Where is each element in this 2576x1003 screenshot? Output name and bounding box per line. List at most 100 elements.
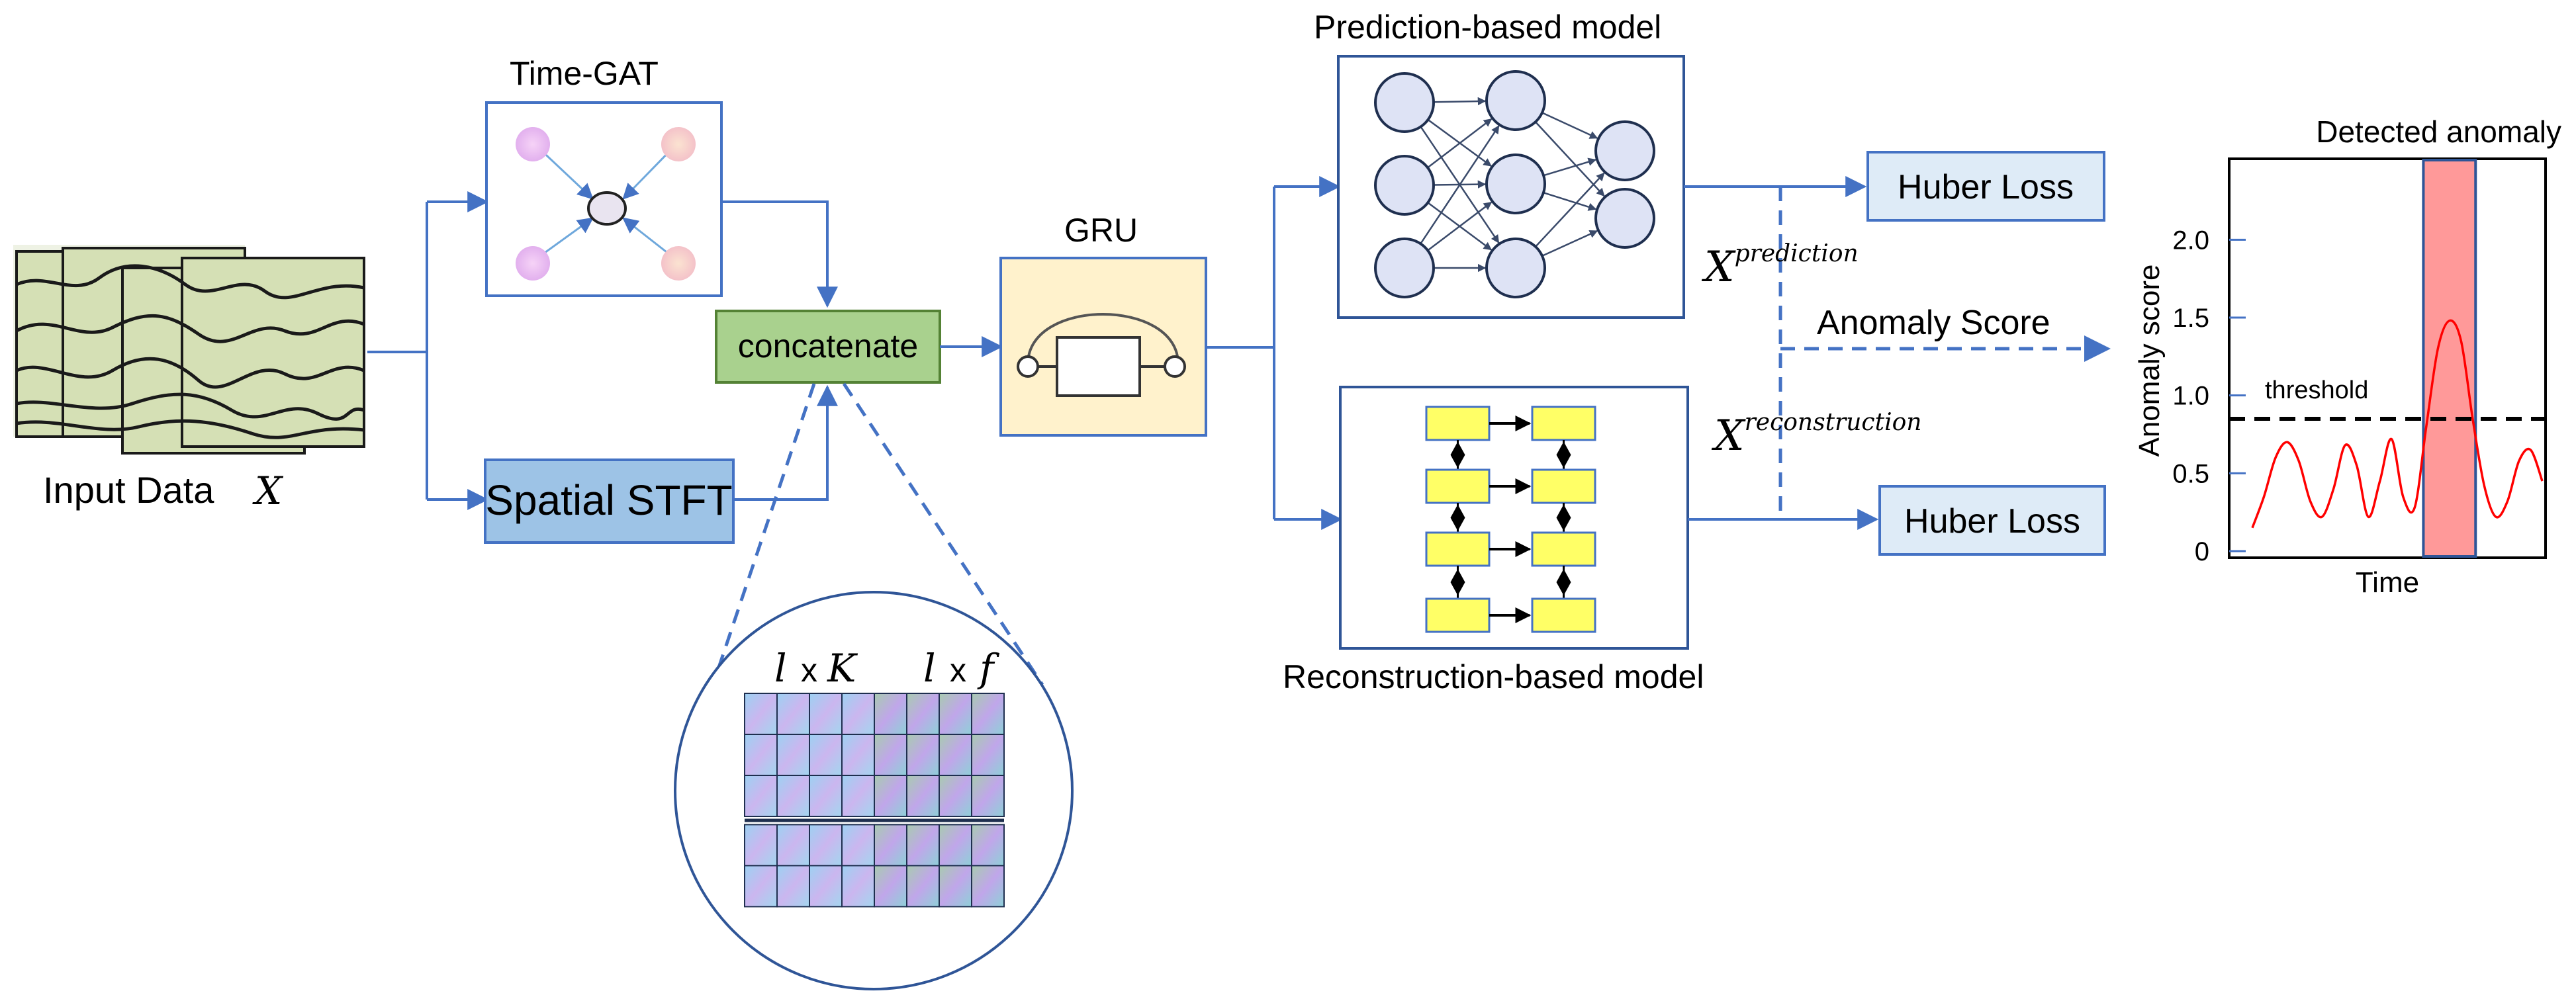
gat-node-icon (661, 127, 696, 161)
time-feature-cell (744, 824, 778, 867)
freq-feature-cell (906, 865, 940, 908)
huber-loss-bottom-label: Huber Loss (1904, 502, 2080, 541)
nn-edge (1543, 192, 1597, 211)
freq-feature-cell (874, 824, 907, 867)
right-label-x: x (950, 652, 966, 689)
freq-feature-cell (971, 865, 1005, 908)
freq-feature-cell (874, 734, 907, 776)
recon-cell (1425, 531, 1491, 567)
y-tick-label: 2.0 (2172, 226, 2209, 255)
time-feature-cell (841, 693, 875, 735)
recon-cell (1425, 468, 1491, 504)
chart-xlabel: Time (2356, 566, 2419, 599)
freq-feature-cell (906, 693, 940, 735)
recon-cell (1531, 597, 1596, 633)
recon-diamond-icon (1450, 441, 1465, 468)
nn-edge (1433, 97, 1487, 106)
freq-feature-cell (906, 734, 940, 776)
to-concat-arrows (721, 200, 838, 501)
freq-feature-cell (874, 865, 907, 908)
recon-cell (1531, 531, 1596, 567)
freq-feature-cell (906, 775, 940, 817)
time-feature-cell (809, 824, 843, 867)
recon-diamond-icon (1556, 441, 1571, 468)
nn-node-icon (1485, 153, 1546, 214)
gat-center-node-icon (587, 191, 627, 226)
prediction-model-box (1337, 55, 1685, 319)
input-data-stack (13, 245, 365, 455)
nn-node-icon (1374, 155, 1435, 216)
gat-node-icon (516, 246, 550, 281)
freq-feature-cell (939, 775, 972, 817)
time-feature-cell (809, 693, 843, 735)
right-label-l: l (923, 646, 936, 691)
time-feature-cell (841, 824, 875, 867)
nn-node-icon (1485, 70, 1546, 131)
y-tick-label: 1.0 (2172, 382, 2209, 411)
y-tick-label: 0 (2195, 537, 2209, 566)
time-feature-cell (776, 824, 810, 867)
time-feature-cell (776, 865, 810, 908)
gru-split-arrows (1206, 176, 1343, 530)
recon-diamond-icon (1556, 569, 1571, 595)
nn-edge (1543, 157, 1597, 177)
input-arrows (367, 191, 489, 510)
huber-loss-bottom: Huber Loss (1878, 485, 2106, 556)
x-prediction-label: Xprediction (1701, 240, 1859, 292)
time-feature-cell (744, 775, 778, 817)
anomaly-score-chart: 00.51.01.52.0 Detected anomaly Time Anom… (2133, 114, 2561, 599)
nn-node-icon (1374, 238, 1435, 298)
nn-edge (1427, 201, 1493, 251)
chart-ylabel: Anomaly score (2133, 264, 2166, 457)
nn-edge (1541, 230, 1598, 257)
anomaly-region (2422, 159, 2477, 558)
time-feature-cell (841, 775, 875, 817)
anomaly-score-dashed (1778, 187, 2111, 519)
left-label-l: l (774, 646, 787, 691)
recon-cell (1531, 468, 1596, 504)
gru-box (999, 257, 1207, 437)
nn-node-icon (1594, 188, 1655, 249)
time-gat-label: Time-GAT (510, 55, 659, 92)
recon-diamond-icon (1450, 569, 1465, 595)
freq-feature-cell (906, 824, 940, 867)
huber-loss-top: Huber Loss (1866, 151, 2105, 222)
output-arrows (1684, 176, 1879, 530)
concatenate-box: concatenate (715, 310, 941, 384)
recon-cell (1425, 406, 1491, 441)
input-data-label: Input Data (43, 469, 214, 511)
spatial-stft-box: Spatial STFT (484, 458, 735, 544)
recon-cell (1531, 406, 1596, 441)
nn-edge (1420, 125, 1500, 245)
time-feature-cell (841, 734, 875, 776)
nn-edge (1534, 121, 1605, 197)
freq-feature-cell (971, 693, 1005, 735)
freq-feature-cell (874, 775, 907, 817)
freq-feature-cell (939, 824, 972, 867)
freq-feature-cell (939, 734, 972, 776)
zoom-dashed-lines (694, 382, 1044, 735)
freq-feature-cell (939, 865, 972, 908)
time-feature-cell (744, 693, 778, 735)
nn-edge (1541, 112, 1598, 139)
freq-feature-cell (971, 734, 1005, 776)
chart-title: Detected anomaly (2316, 114, 2561, 149)
time-feature-cell (776, 693, 810, 735)
input-symbol: X (252, 468, 284, 513)
zoom-circle (674, 591, 1074, 990)
anomaly-score-label: Anomaly Score (1817, 304, 2050, 342)
reconstruction-model-label: Reconstruction-based model (1283, 658, 1704, 695)
recon-cell (1425, 597, 1491, 633)
nn-node-icon (1374, 72, 1435, 133)
time-feature-cell (809, 775, 843, 817)
time-feature-cell (809, 734, 843, 776)
feature-matrix-grid (744, 693, 1005, 908)
freq-feature-cell (971, 775, 1005, 817)
nn-node-icon (1594, 120, 1655, 181)
left-label-K: K (827, 646, 858, 691)
left-label-x: x (801, 652, 817, 689)
gat-node-icon (661, 246, 696, 281)
time-feature-cell (841, 865, 875, 908)
freq-feature-cell (971, 824, 1005, 867)
